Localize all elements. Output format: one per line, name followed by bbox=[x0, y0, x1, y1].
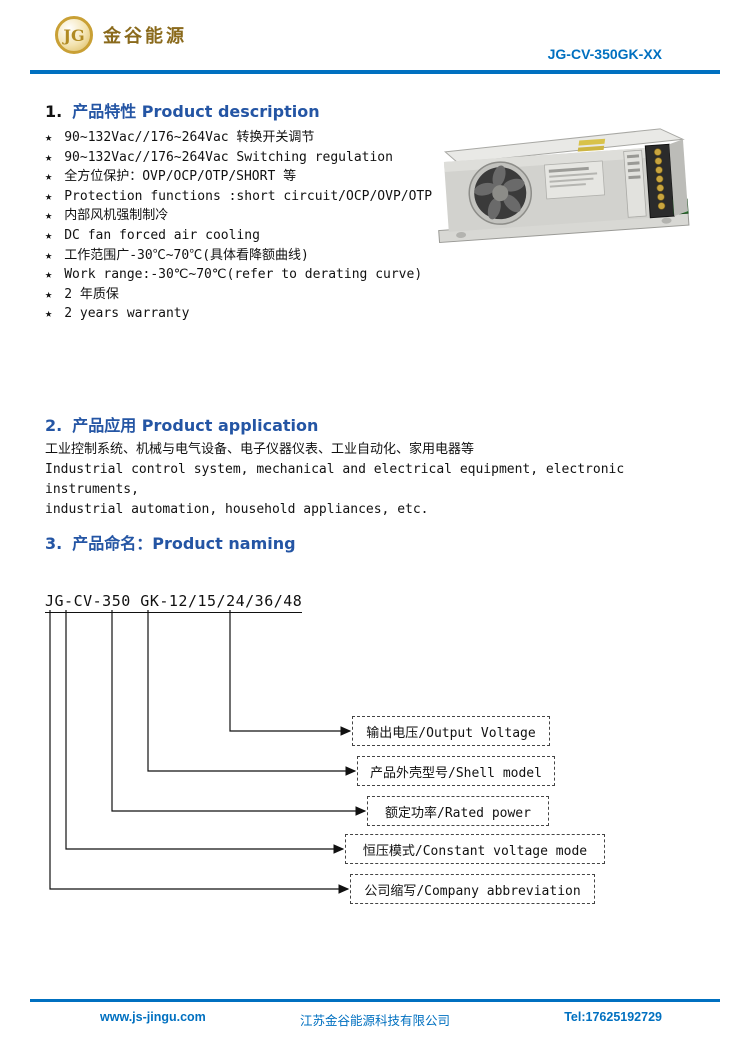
label-box-rated-power: 额定功率/Rated power bbox=[367, 796, 549, 826]
header: JG 金谷能源 JG-CV-350GK-XX bbox=[0, 0, 750, 70]
feature-list: ★ 90~132Vac//176~264Vac 转换开关调节 ★ 90~132Vac… bbox=[45, 128, 445, 324]
list-item: ★ DC fan forced air cooling bbox=[45, 226, 445, 246]
feature-text: 90~132Vac//176~264Vac Switching regulati… bbox=[64, 149, 393, 165]
list-item: ★ 全方位保护：OVP/OCP/OTP/SHORT 等 bbox=[45, 167, 445, 187]
header-model-code: JG-CV-350GK-XX bbox=[547, 46, 662, 62]
section-3-title: 3. 产品命名：Product naming bbox=[45, 530, 296, 554]
feature-text: DC fan forced air cooling bbox=[64, 227, 260, 243]
brand-name: 金谷能源 bbox=[103, 26, 187, 47]
star-bullet-icon: ★ bbox=[45, 286, 53, 301]
list-item: ★ 90~132Vac//176~264Vac Switching regulat… bbox=[45, 148, 445, 168]
label-box-shell-model: 产品外壳型号/Shell model bbox=[357, 756, 555, 786]
star-bullet-icon: ★ bbox=[45, 149, 53, 164]
list-item: ★ 工作范围广-30℃~70℃(具体看降额曲线) bbox=[45, 246, 445, 266]
company-logo: JG 金谷能源 bbox=[55, 16, 187, 54]
star-bullet-icon: ★ bbox=[45, 227, 53, 242]
footer-company-name: 江苏金谷能源科技有限公司 bbox=[299, 1014, 450, 1028]
list-item: ★ 内部风机强制制冷 bbox=[45, 206, 445, 226]
application-line-en-1: Industrial control system, mechanical an… bbox=[45, 462, 625, 497]
section-2-title: 2. 产品应用 Product application bbox=[45, 412, 318, 436]
feature-text: 2 years warranty bbox=[64, 306, 190, 322]
application-line-cn: 工业控制系统、机械与电气设备、电子仪器仪表、工业自动化、家用电器等 bbox=[45, 442, 475, 457]
footer-divider bbox=[30, 999, 720, 1002]
star-bullet-icon: ★ bbox=[45, 169, 53, 184]
section-1-title: 1. 产品特性 Product description bbox=[45, 98, 320, 122]
section-2-heading: 产品应用 Product application bbox=[72, 416, 319, 435]
label-box-company-abbreviation: 公司缩写/Company abbreviation bbox=[350, 874, 595, 904]
footer-telephone: Tel:17625192729 bbox=[564, 1010, 662, 1024]
feature-text: 2 年质保 bbox=[64, 286, 119, 302]
application-line-en-2: industrial automation, household applian… bbox=[45, 502, 429, 517]
product-photo bbox=[438, 128, 690, 244]
list-item: ★ 90~132Vac//176~264Vac 转换开关调节 bbox=[45, 128, 445, 148]
header-divider bbox=[30, 70, 720, 74]
star-bullet-icon: ★ bbox=[45, 247, 53, 262]
section-1-heading: 产品特性 Product description bbox=[72, 102, 320, 121]
section-2-number: 2. bbox=[45, 416, 63, 435]
star-bullet-icon: ★ bbox=[45, 208, 53, 223]
section-1-number: 1. bbox=[45, 102, 63, 121]
feature-text: 全方位保护：OVP/OCP/OTP/SHORT 等 bbox=[64, 169, 297, 185]
label-box-constant-voltage-mode: 恒压模式/Constant voltage mode bbox=[345, 834, 605, 864]
model-naming-string: JG-CV-350 GK-12/15/24/36/48 bbox=[45, 592, 303, 613]
feature-text: 90~132Vac//176~264Vac 转换开关调节 bbox=[64, 130, 315, 145]
logo-icon: JG bbox=[55, 16, 93, 54]
feature-text: 内部风机强制制冷 bbox=[64, 208, 169, 224]
feature-text: 工作范围广-30℃~70℃(具体看降额曲线) bbox=[64, 247, 309, 263]
list-item: ★ 2 years warranty bbox=[45, 304, 445, 324]
section-3-number: 3. bbox=[45, 534, 63, 553]
list-item: ★ Protection functions :short circuit/OCP… bbox=[45, 187, 445, 207]
feature-text: Protection functions :short circuit/OCP/… bbox=[64, 188, 433, 204]
star-bullet-icon: ★ bbox=[45, 306, 53, 321]
list-item: ★ Work range:-30℃~70℃(refer to derating c… bbox=[45, 265, 445, 285]
star-bullet-icon: ★ bbox=[45, 188, 53, 203]
list-item: ★ 2 年质保 bbox=[45, 285, 445, 305]
star-bullet-icon: ★ bbox=[45, 130, 53, 144]
star-bullet-icon: ★ bbox=[45, 267, 53, 282]
section-3-heading: 产品命名：Product naming bbox=[72, 534, 296, 553]
footer-website-link[interactable]: www.js-jingu.com bbox=[100, 1010, 206, 1024]
application-text: 工业控制系统、机械与电气设备、电子仪器仪表、工业自动化、家用电器等 Indust… bbox=[45, 440, 725, 520]
label-box-output-voltage: 输出电压/Output Voltage bbox=[352, 716, 550, 746]
feature-text: Work range:-30℃~70℃(refer to derating cu… bbox=[64, 267, 423, 283]
